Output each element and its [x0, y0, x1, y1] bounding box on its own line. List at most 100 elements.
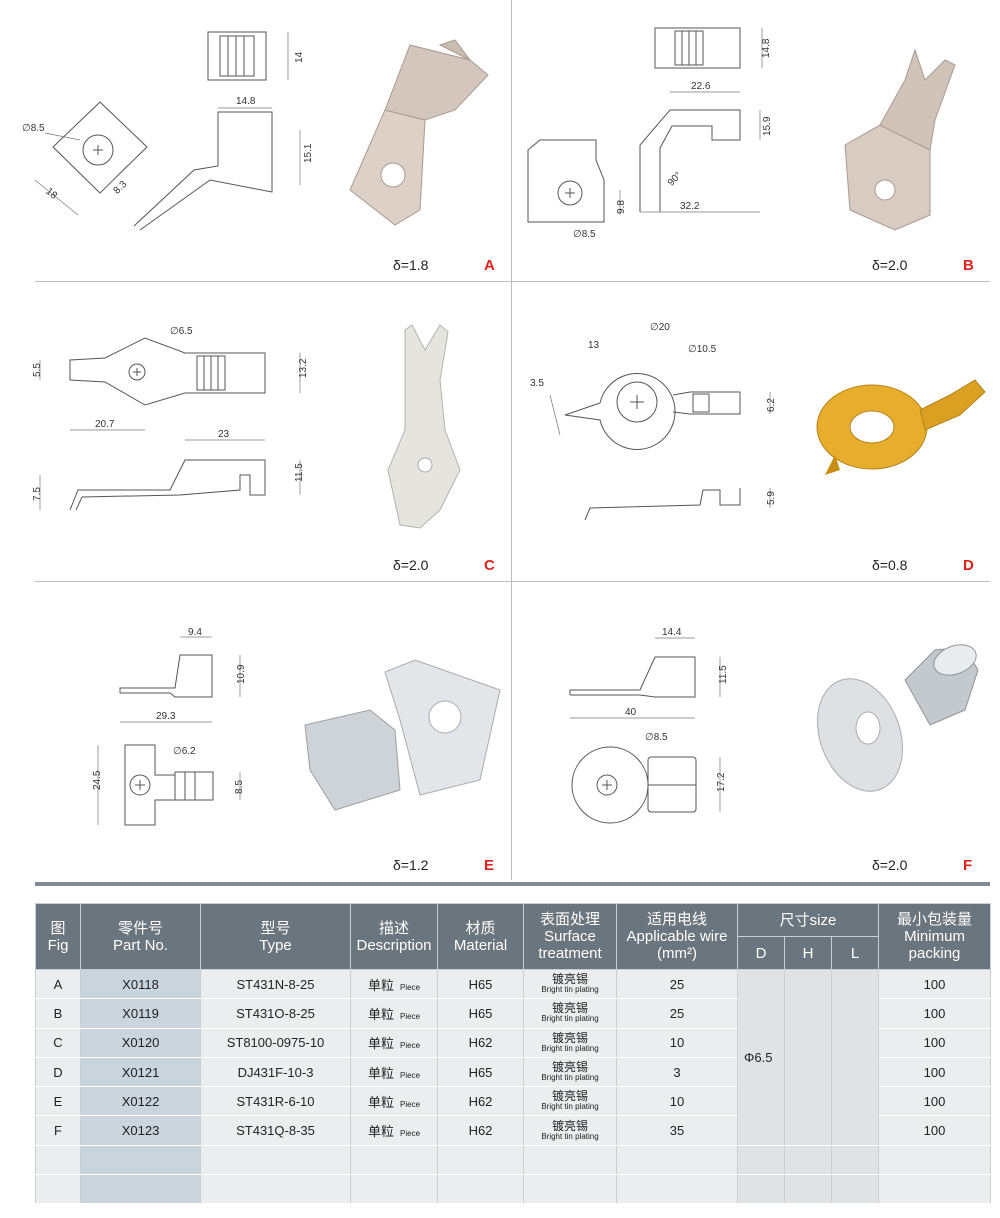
dim-e-4: 24.5	[92, 770, 103, 790]
cell-type: ST431R-6-10	[200, 1086, 351, 1117]
cell-wire: 25	[616, 998, 738, 1029]
thickness-b: δ=2.0	[872, 257, 908, 273]
dim-c-1: 5.5	[32, 363, 43, 377]
dim-b-1: 22.6	[691, 81, 711, 92]
dim-b-0: 14.8	[761, 38, 772, 58]
photo-d	[816, 379, 986, 475]
dim-c-0: ∅6.5	[170, 326, 193, 337]
dim-b-6: ∅8.5	[573, 229, 596, 240]
dim-f-2: 40	[625, 707, 637, 718]
dim-e-3: ∅6.2	[173, 746, 196, 757]
dim-e-2: 29.3	[156, 711, 176, 722]
thickness-e: δ=1.2	[393, 857, 429, 873]
fig-letter-a: A	[484, 257, 495, 274]
cell-fig: C	[35, 1028, 81, 1058]
cell-fig: B	[35, 998, 81, 1029]
plate-b	[527, 139, 605, 223]
header-size-l: L	[830, 936, 880, 970]
dim-d-2: ∅10.5	[688, 344, 717, 355]
side-a	[133, 111, 273, 231]
crimp-top-b	[654, 27, 741, 69]
row-divider	[35, 281, 990, 282]
dim-c-6: 7.5	[32, 487, 43, 501]
cell-wire: 10	[616, 1086, 738, 1117]
dim-b-4: 9.8	[616, 200, 627, 214]
dim-a-3: ∅8.5	[22, 123, 45, 134]
cell-material: H65	[437, 1057, 524, 1088]
cell-packing: 100	[878, 1057, 992, 1088]
vertical-divider	[511, 0, 512, 880]
dim-d-3: 3.5	[530, 378, 544, 389]
dim-b-5: 32.2	[680, 201, 700, 212]
cell-packing: 100	[878, 969, 992, 1000]
cell-part: X0123	[80, 1115, 201, 1146]
crimp-top-a	[207, 31, 267, 81]
cell-type: ST431Q-8-35	[200, 1115, 351, 1146]
table-row-empty	[35, 1145, 992, 1176]
dim-c-2: 13.2	[298, 358, 309, 378]
cell-wire: 3	[616, 1057, 738, 1088]
hole-a	[82, 134, 114, 166]
cell-part: X0119	[80, 998, 201, 1029]
table-top-rule	[35, 882, 990, 886]
cell-fig: A	[35, 969, 81, 1000]
photo-e	[304, 659, 501, 811]
photo-b	[844, 48, 956, 231]
dim-d-4: 6.2	[766, 398, 777, 412]
photo-c	[387, 324, 461, 529]
dim-a-2: 15.1	[303, 143, 314, 163]
cell-type: ST431N-8-25	[200, 969, 351, 1000]
fig-letter-e: E	[484, 857, 495, 874]
dim-f-4: 17.2	[716, 772, 727, 792]
side-d	[584, 488, 741, 521]
cell-type: ST431O-8-25	[200, 998, 351, 1029]
cell-material: H65	[437, 998, 524, 1029]
side-e	[119, 654, 213, 698]
thickness-d: δ=0.8	[872, 557, 908, 573]
cell-fig: E	[35, 1086, 81, 1117]
side-c	[69, 459, 266, 511]
dim-e-5: 8.5	[234, 780, 245, 794]
drawing-e: 9.4 10.9 29.3 ∅6.2 24.5 8.5	[92, 627, 501, 826]
drawing-d: ∅20 13 ∅10.5 3.5 6.2 5.9	[530, 322, 986, 521]
header-size-d: D	[737, 936, 785, 970]
header-size-h: H	[784, 936, 832, 970]
drawing-f: 14.4 11.5 40 ∅8.5 17.2	[569, 627, 979, 824]
cell-wire: 35	[616, 1115, 738, 1146]
header-size: 尺寸size	[736, 903, 880, 937]
thickness-f: δ=2.0	[872, 857, 908, 873]
photo-f	[816, 644, 979, 792]
fig-letter-c: C	[484, 557, 495, 574]
cell-material: H65	[437, 969, 524, 1000]
cell-part: X0122	[80, 1086, 201, 1117]
dim-f-1: 11.5	[718, 665, 729, 684]
cell-fig: D	[35, 1057, 81, 1088]
hole-b	[557, 180, 583, 206]
dim-b-2: 15.9	[762, 116, 773, 136]
dim-d-0: ∅20	[650, 322, 670, 333]
cell-material: H62	[437, 1115, 524, 1146]
fig-letter-d: D	[963, 557, 974, 574]
cell-type: ST8100-0975-10	[200, 1028, 351, 1058]
drawing-c: ∅6.5 5.5 13.2 20.7 23 11.5 7.5	[32, 324, 461, 529]
cell-part: X0120	[80, 1028, 201, 1058]
cell-size-l	[830, 969, 880, 1146]
